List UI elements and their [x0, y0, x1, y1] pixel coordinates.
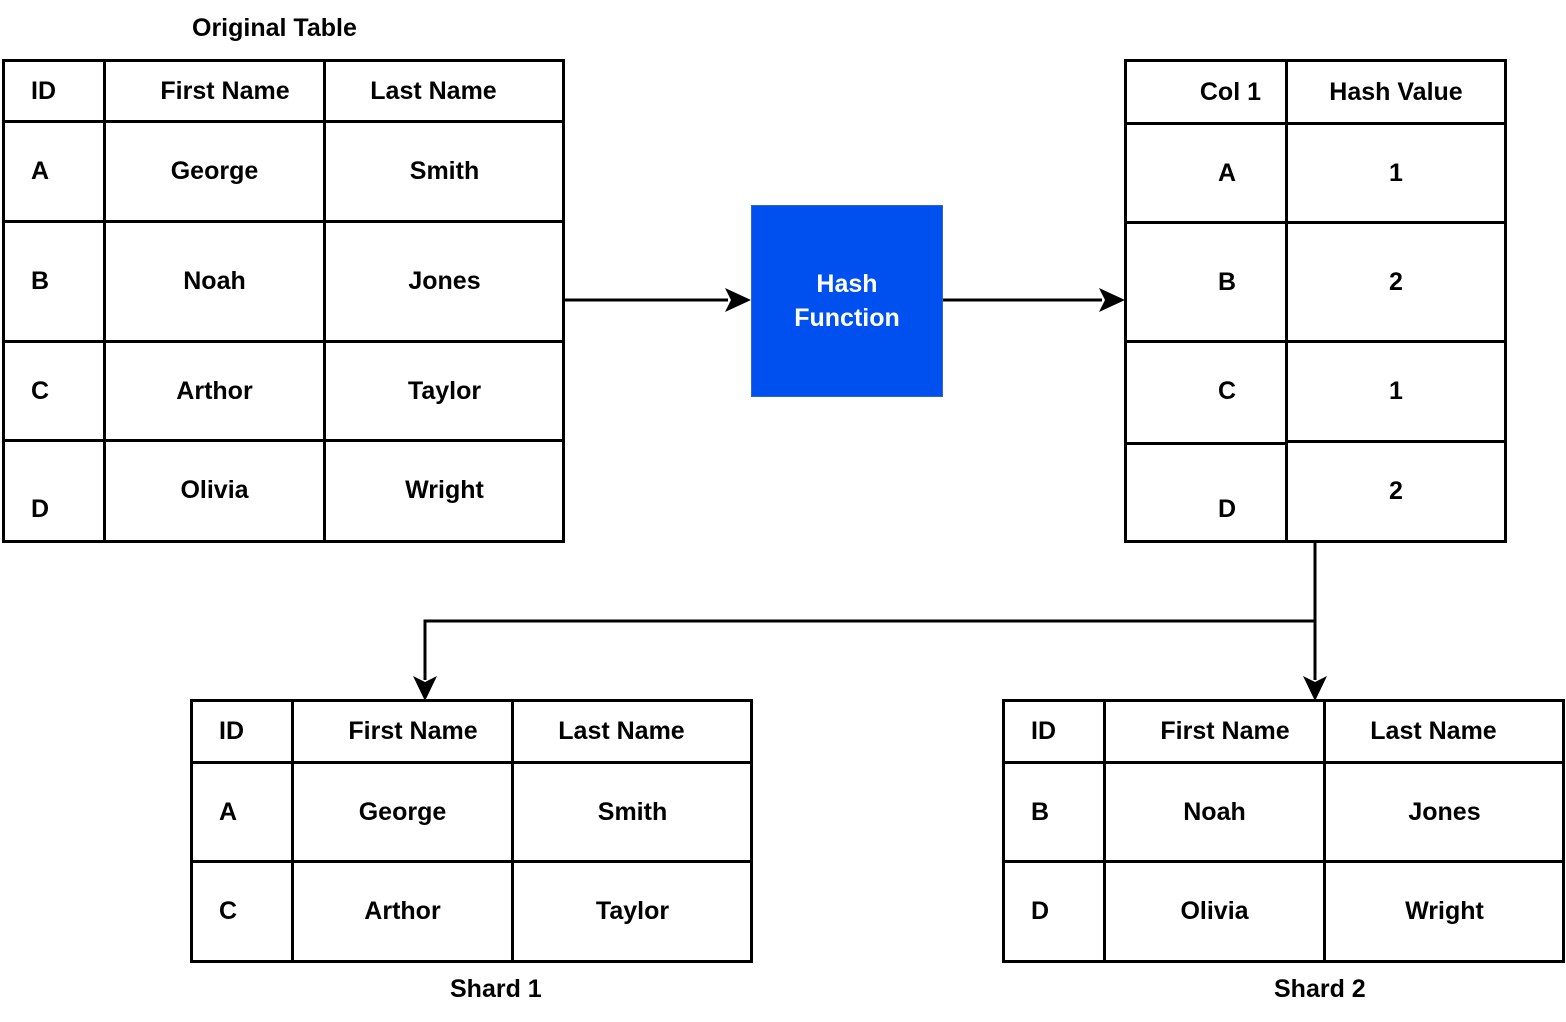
cell-col1: D: [1217, 495, 1237, 523]
header-last-name: Last Name: [558, 717, 685, 745]
table-row: A George Smith: [193, 764, 750, 860]
table-row: A George Smith: [5, 123, 562, 220]
arrow-hash-to-hashtable: [943, 288, 1125, 312]
header-last-name: Last Name: [370, 77, 497, 105]
cell-last-name: Jones: [1408, 797, 1481, 826]
cell-last-name: Jones: [408, 267, 481, 295]
cell-id: C: [219, 897, 238, 925]
cell-last-name: Smith: [597, 797, 668, 826]
cell-hash-value: 1: [1389, 158, 1403, 187]
cell-id: B: [1031, 797, 1050, 826]
header-id: ID: [1031, 717, 1056, 745]
header-first-name: First Name: [348, 717, 478, 745]
table-row: B Noah Jones: [1005, 764, 1562, 860]
cell-col1: C: [1217, 377, 1237, 405]
cell-hash-value: 2: [1389, 477, 1403, 505]
cell-first-name: Noah: [1183, 797, 1246, 826]
arrow-to-shard1: [413, 542, 1317, 701]
cell-first-name: Arthor: [176, 376, 253, 405]
cell-first-name: George: [170, 157, 259, 185]
table-header-row: ID First Name Last Name: [5, 62, 562, 121]
table-row: D 2: [1127, 443, 1504, 540]
header-last-name: Last Name: [1370, 717, 1497, 745]
cell-last-name: Wright: [1405, 897, 1484, 925]
hash-function-box: Hash Function: [751, 205, 943, 397]
hash-function-label-line1: Hash: [816, 270, 878, 298]
hash-function-label-line2: Function: [794, 304, 900, 332]
shard2-caption: Shard 2: [1274, 975, 1366, 1003]
cell-hash-value: 2: [1389, 267, 1403, 296]
header-col1: Col 1: [1199, 77, 1261, 106]
original-table: ID First Name Last Name A George Smith B…: [2, 59, 565, 543]
table-row: C Arthor Taylor: [193, 863, 750, 960]
cell-last-name: Wright: [405, 476, 484, 504]
table-row: A 1: [1127, 125, 1504, 221]
cell-id: D: [31, 495, 50, 523]
arrow-original-to-hash: [565, 288, 751, 312]
cell-id: D: [1031, 897, 1050, 925]
table-row: C Arthor Taylor: [5, 343, 562, 439]
shard2-table: ID First Name Last Name B Noah Jones D O…: [1002, 699, 1565, 963]
table-row: C 1: [1127, 343, 1504, 440]
cell-last-name: Taylor: [595, 897, 670, 925]
shard1-caption: Shard 1: [450, 975, 542, 1003]
cell-first-name: Arthor: [364, 897, 441, 925]
header-first-name: First Name: [1160, 717, 1290, 745]
arrow-to-shard2: [1303, 621, 1327, 701]
cell-col1: B: [1217, 267, 1237, 296]
cell-first-name: Olivia: [180, 476, 249, 504]
table-row: B Noah Jones: [5, 223, 562, 340]
cell-id: A: [219, 797, 238, 826]
cell-first-name: George: [358, 797, 447, 826]
table-row: D Olivia Wright: [1005, 863, 1562, 960]
cell-last-name: Taylor: [407, 376, 482, 405]
cell-id: A: [31, 157, 50, 185]
cell-id: B: [31, 267, 50, 295]
header-id: ID: [219, 717, 244, 745]
table-header-row: ID First Name Last Name: [193, 702, 750, 761]
header-id: ID: [31, 77, 56, 105]
cell-id: C: [31, 376, 50, 405]
cell-last-name: Smith: [409, 157, 480, 185]
table-header-row: ID First Name Last Name: [1005, 702, 1562, 761]
hash-value-table: Col 1 Hash Value A 1 B 2 C 1 D 2: [1124, 59, 1507, 543]
table-row: D Olivia Wright: [5, 442, 562, 540]
table-row: B 2: [1127, 224, 1504, 340]
cell-first-name: Olivia: [1180, 897, 1249, 925]
table-header-row: Col 1 Hash Value: [1127, 62, 1504, 122]
cell-first-name: Noah: [183, 267, 246, 295]
cell-hash-value: 1: [1389, 377, 1403, 405]
header-hash-value: Hash Value: [1329, 77, 1463, 106]
cell-col1: A: [1217, 158, 1237, 187]
shard1-table: ID First Name Last Name A George Smith C…: [190, 699, 753, 963]
header-first-name: First Name: [160, 77, 290, 105]
original-table-caption: Original Table: [192, 14, 357, 42]
